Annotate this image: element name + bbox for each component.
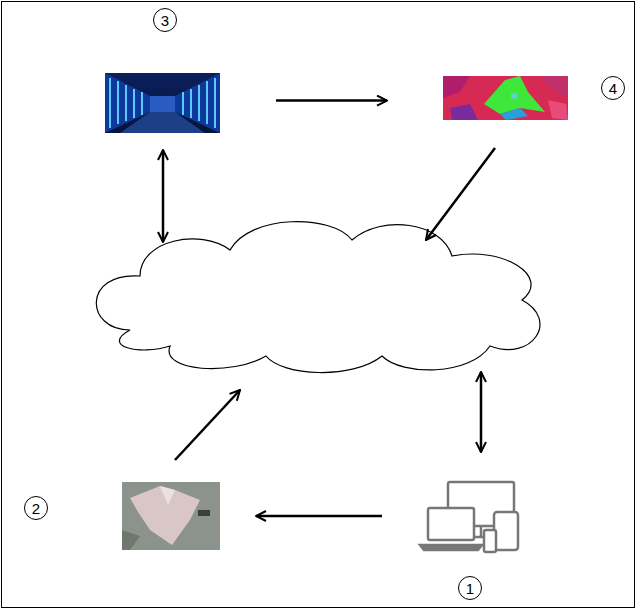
callout-circle: 4 — [601, 76, 625, 100]
flow-arrow — [276, 99, 387, 102]
picture-node: 4 — [443, 76, 568, 120]
devices-icon — [420, 482, 518, 552]
flow-arrow — [256, 515, 382, 518]
cloud — [96, 222, 540, 373]
picture-node: 3 — [105, 73, 220, 133]
callout-number: 2 — [32, 501, 40, 516]
aerial-photo — [122, 482, 220, 550]
callout-number: 1 — [466, 581, 474, 596]
callout-circle: 3 — [153, 8, 177, 32]
picture-node: 2 — [122, 482, 220, 550]
callout-circle: 2 — [24, 496, 48, 520]
callout-number: 3 — [161, 13, 169, 28]
picture-node: 1 — [418, 480, 520, 552]
classified-image — [443, 76, 568, 120]
network-arrow — [163, 148, 495, 460]
callout-circle: 1 — [458, 576, 482, 600]
callout-number: 4 — [609, 81, 617, 96]
datacenter-photo — [105, 73, 220, 133]
